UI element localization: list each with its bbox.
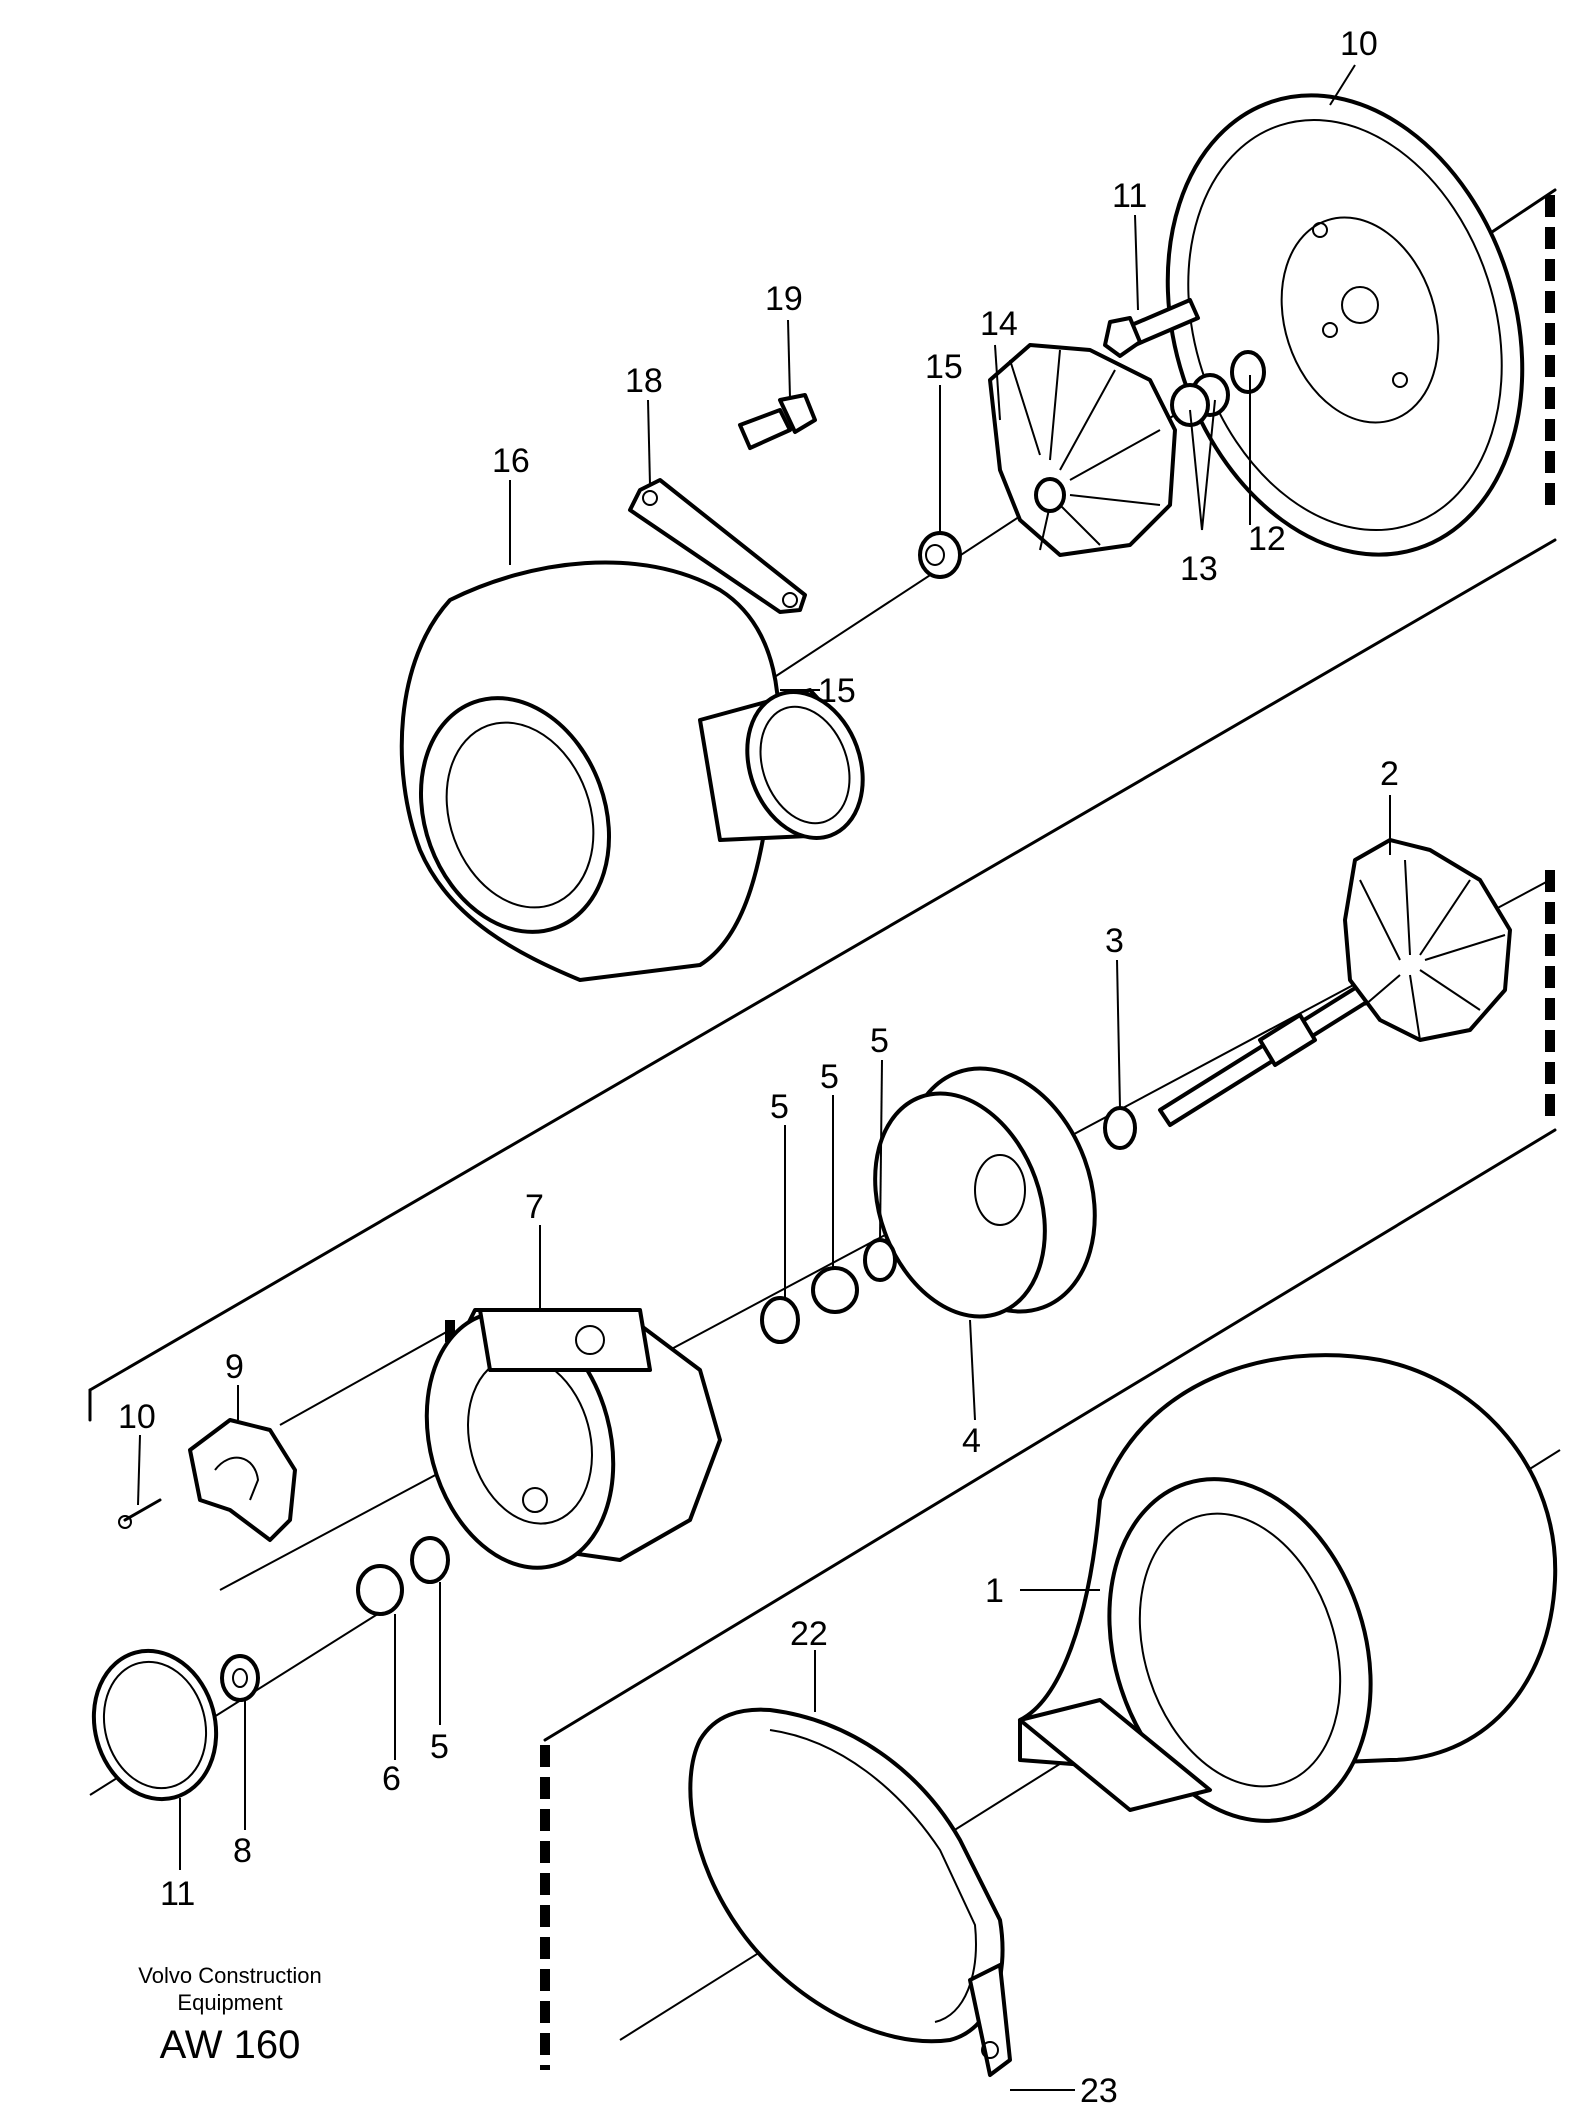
- bolt-part-13: [1103, 298, 1200, 358]
- label-part-4: 4: [962, 1422, 981, 1460]
- label-part-19: 16: [492, 442, 530, 480]
- label-part-5-bottom: 5: [430, 1728, 449, 1766]
- turbine-housing-part-1: [1018, 1353, 1558, 1823]
- label-part-17: 15: [925, 348, 963, 386]
- label-part-16: 14: [980, 305, 1018, 343]
- bearing-housing-part-7: [424, 1308, 722, 1570]
- label-part-13: 11: [1112, 177, 1147, 215]
- label-part-21: 19: [765, 280, 803, 318]
- screw-part-10: [118, 1498, 162, 1529]
- turbine-shaft-part-2: [1158, 838, 1512, 1127]
- label-part-23: 23: [1080, 2072, 1118, 2110]
- publisher-block: Volvo Construction Equipment AW 160: [138, 1963, 321, 2067]
- v-band-clamp-part-22: [688, 1707, 1005, 2044]
- label-part-20: 18: [625, 362, 663, 400]
- publisher-line-1: Volvo Construction: [138, 1963, 321, 1988]
- clamp-bolt-part-23: [968, 1963, 1012, 2077]
- label-part-6-bottom: 6: [382, 1760, 401, 1798]
- o-ring-part-11: [91, 1648, 219, 1802]
- bracket-part-20: [628, 478, 807, 614]
- label-part-14: 12: [1248, 520, 1286, 558]
- label-part-10: 10: [118, 1398, 156, 1436]
- label-part-18: 15: [818, 672, 856, 710]
- label-part-15: 13: [1180, 550, 1218, 588]
- label-part-22: 22: [790, 1615, 828, 1653]
- publisher-line-2: Equipment: [177, 1990, 282, 2015]
- label-part-8: 8: [233, 1832, 252, 1870]
- nut-washers-parts-14-15: [1170, 350, 1266, 427]
- label-part-11: 11: [160, 1875, 195, 1913]
- label-part-7: 7: [525, 1188, 544, 1226]
- snap-ring-part-3: [1103, 1106, 1137, 1150]
- label-part-5-top-right: 5: [870, 1022, 889, 1060]
- label-part-3: 3: [1105, 922, 1124, 960]
- model-code: AW 160: [160, 2023, 301, 2067]
- label-part-1: 1: [985, 1572, 1004, 1610]
- heat-shield-part-4: [873, 1066, 1097, 1319]
- compressor-housing-part-19: [399, 560, 865, 982]
- label-part-12: 10: [1340, 25, 1378, 63]
- compressor-wheel-part-16: [988, 343, 1177, 557]
- leader-lines: [137, 64, 1391, 2091]
- retaining-plate-part-9: [188, 1418, 297, 1542]
- nut-part-17: [918, 531, 962, 579]
- label-part-6-top: 5: [820, 1058, 839, 1096]
- seal-part-8: [220, 1654, 260, 1702]
- bolt-part-21: [738, 393, 817, 450]
- bearing-set-lower: [356, 1536, 450, 1616]
- label-part-9: 9: [225, 1348, 244, 1386]
- label-part-5-top-left: 5: [770, 1088, 789, 1126]
- part-number-labels: 10 11 12 13 14 15 19 18 16 15 2 3 5 5 5 …: [118, 25, 1399, 2110]
- label-part-2: 2: [1380, 755, 1399, 793]
- bearing-set-upper: [760, 1238, 897, 1344]
- backplate-part-12: [1165, 93, 1525, 557]
